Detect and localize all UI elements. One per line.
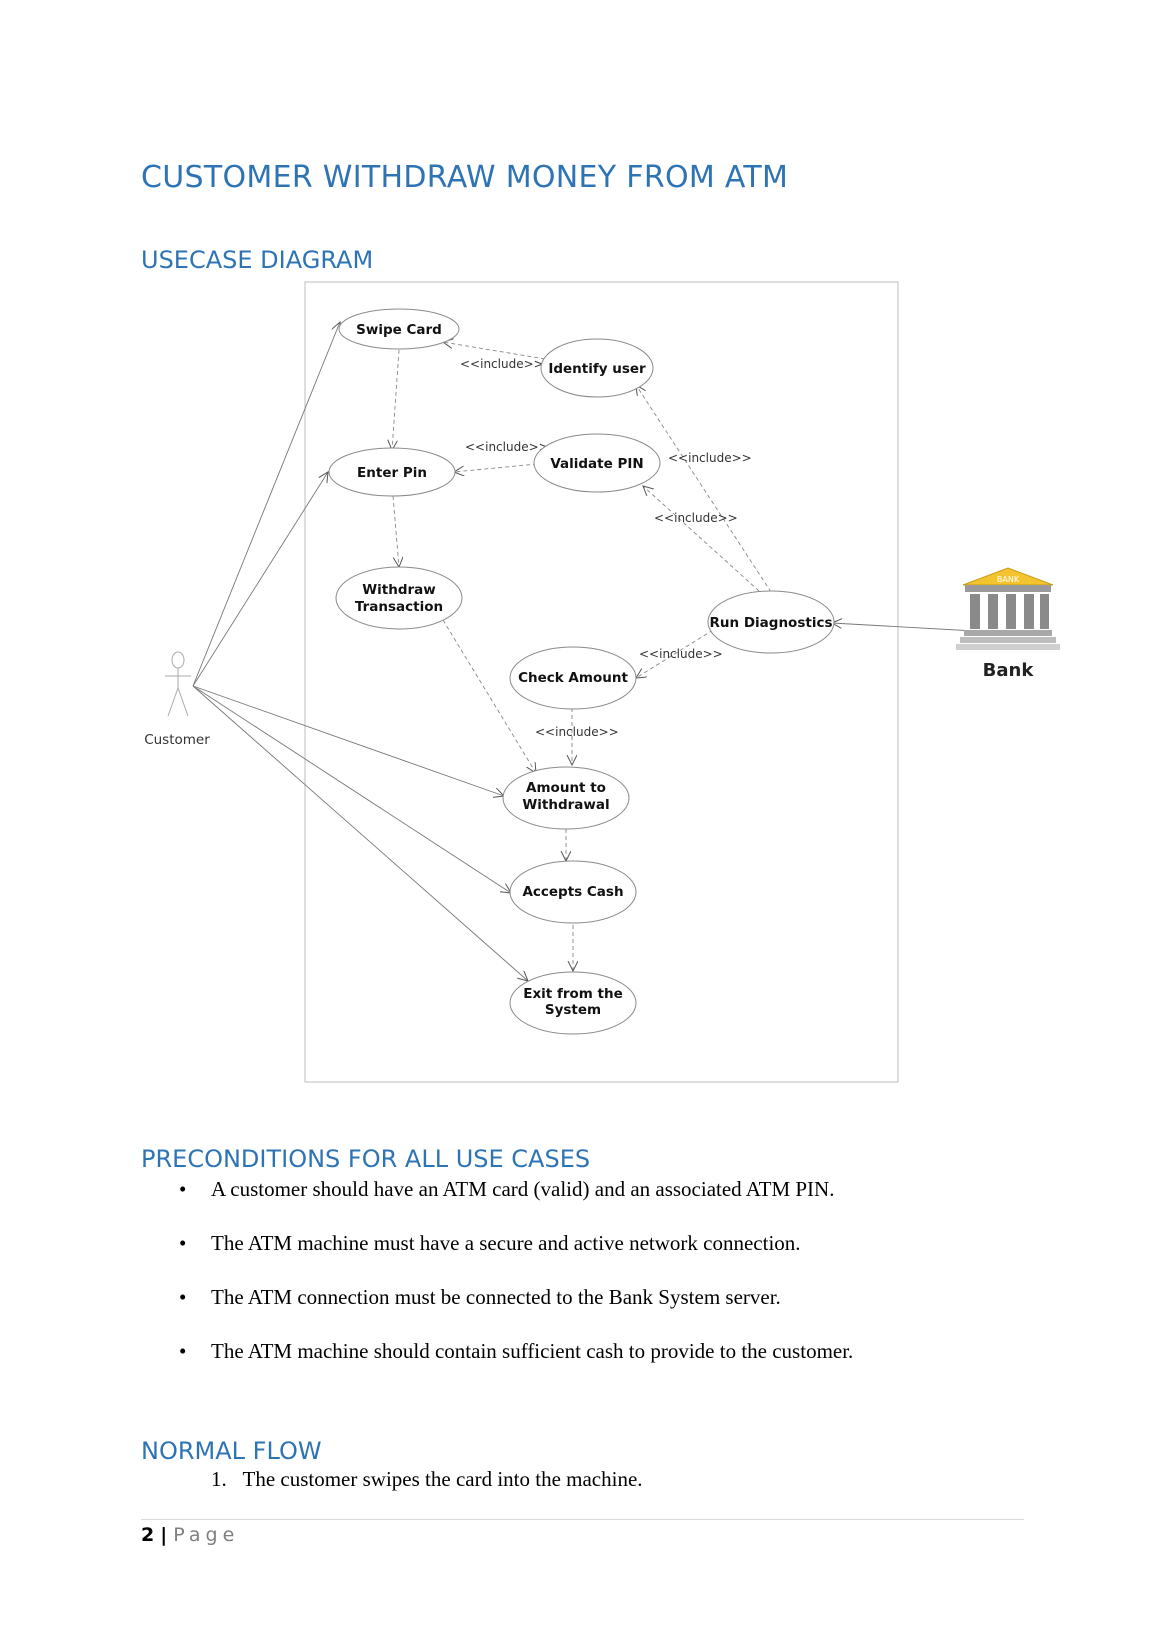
label-exit-line1: Exit from the — [523, 986, 623, 1002]
list-item: •The ATM machine must have a secure and … — [179, 1231, 801, 1255]
label-enter-pin: Enter Pin — [357, 465, 427, 481]
assoc-amount-withdrawal — [192, 685, 504, 796]
label-withdraw-line2: Transaction — [355, 599, 443, 615]
assoc-accepts-cash — [192, 685, 511, 893]
include-label: <<include>> — [668, 451, 752, 465]
precondition-text: The ATM connection must be connected to … — [211, 1285, 781, 1309]
usecase-run-diagnostics — [707, 590, 835, 654]
assoc-exit-system — [192, 685, 528, 981]
usecase-check-amount — [509, 646, 637, 710]
usecase-withdraw-transaction — [335, 566, 463, 630]
page-number: 2 — [141, 1524, 155, 1546]
edge-validate-enter — [454, 463, 538, 472]
usecase-identify-user — [540, 338, 654, 398]
include-label: <<include>> — [460, 357, 544, 371]
footer-separator: | — [160, 1524, 168, 1546]
assoc-enter-pin — [192, 472, 328, 687]
list-item: •The ATM connection must be connected to… — [179, 1285, 781, 1309]
bank-actor-icon: BANK — [956, 567, 1060, 650]
usecase-swipe-card — [338, 308, 460, 350]
edge-diagnostics-validate — [643, 486, 760, 592]
flow-edges — [392, 342, 772, 971]
normal-flow-heading: NORMAL FLOW — [141, 1437, 322, 1465]
label-run-diagnostics: Run Diagnostics — [710, 615, 833, 631]
page-footer: 2 | Page — [141, 1524, 239, 1546]
normal-flow-list: 1. The customer swipes the card into the… — [141, 1465, 643, 1493]
customer-actor-icon — [165, 651, 191, 717]
step-text: The customer swipes the card into the ma… — [242, 1467, 643, 1491]
edge-identify-swipe — [443, 342, 546, 360]
label-amount-line1: Amount to — [526, 780, 606, 796]
label-accepts-cash: Accepts Cash — [522, 884, 623, 900]
label-identify-user: Identify user — [548, 361, 646, 377]
label-check-amount: Check Amount — [518, 670, 628, 686]
preconditions-heading: PRECONDITIONS FOR ALL USE CASES — [141, 1145, 591, 1173]
include-label: <<include>> — [654, 511, 738, 525]
label-withdraw-line1: Withdraw — [362, 582, 436, 598]
preconditions-list: •A customer should have an ATM card (val… — [141, 1175, 1041, 1391]
label-validate-pin: Validate PIN — [550, 456, 643, 472]
use-case-labels: Swipe Card Identify user Enter Pin Valid… — [355, 322, 833, 1018]
edge-withdraw-amount — [442, 619, 536, 773]
precondition-text: The ATM machine must have a secure and a… — [211, 1231, 801, 1255]
usecase-exit-system — [509, 971, 637, 1035]
precondition-text: A customer should have an ATM card (vali… — [211, 1177, 835, 1201]
customer-actor-label: Customer — [144, 732, 210, 748]
footer-divider — [141, 1519, 1024, 1520]
include-label: <<include>> — [465, 440, 549, 454]
usecase-accepts-cash — [509, 860, 637, 924]
include-labels: <<include>> <<include>> <<include>> <<in… — [460, 357, 752, 739]
step-number: 1. — [211, 1467, 227, 1491]
system-boundary — [304, 281, 899, 1083]
label-exit-line2: System — [545, 1002, 601, 1018]
bank-sign-text: BANK — [997, 575, 1020, 584]
bank-actor-label: Bank — [983, 660, 1035, 681]
include-label: <<include>> — [639, 647, 723, 661]
usecase-validate-pin — [533, 433, 661, 493]
list-item: •The ATM machine should contain sufficie… — [179, 1339, 854, 1363]
edge-enter-withdraw — [392, 495, 399, 567]
edge-diagnostics-check — [636, 629, 714, 678]
list-item: •A customer should have an ATM card (val… — [179, 1177, 835, 1201]
label-amount-line2: Withdrawal — [522, 797, 609, 813]
usecase-amount-withdrawal — [502, 766, 630, 830]
include-label: <<include>> — [535, 725, 619, 739]
page-label: Page — [173, 1524, 240, 1546]
usecase-heading: USECASE DIAGRAM — [141, 246, 374, 274]
edge-swipe-enter — [392, 349, 400, 450]
use-case-ellipses — [328, 308, 835, 1035]
label-swipe-card: Swipe Card — [356, 322, 442, 338]
list-item: 1. The customer swipes the card into the… — [141, 1465, 643, 1493]
document-title: CUSTOMER WITHDRAW MONEY FROM ATM — [141, 160, 789, 195]
usecase-enter-pin — [328, 447, 456, 497]
assoc-swipe-card — [192, 322, 340, 687]
edge-diagnostics-identify — [636, 385, 772, 593]
precondition-text: The ATM machine should contain sufficien… — [211, 1339, 854, 1363]
